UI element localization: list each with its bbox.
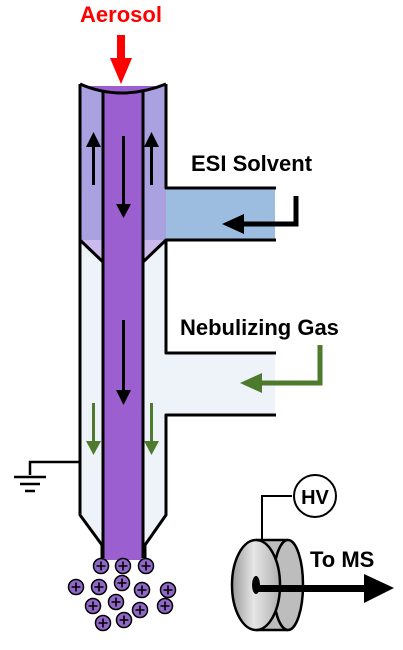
esi-solvent-arrowhead [222, 214, 244, 234]
gas-flow-arrows [86, 403, 159, 455]
plus-ion-icon [114, 557, 132, 575]
to-ms-arrowhead [364, 574, 394, 603]
solvent-flow-arrows [86, 132, 159, 405]
plus-ion-icon [131, 601, 149, 619]
hv-label: HV [301, 487, 329, 509]
plus-ion-icon [67, 578, 85, 596]
plus-ion-icon [113, 574, 131, 592]
nebulizing-gas-arrow [258, 345, 323, 386]
flow-arrow-icon [86, 132, 101, 185]
ion-cloud [67, 557, 177, 632]
plus-ion-icon [156, 597, 174, 615]
flow-arrow-icon [116, 320, 131, 405]
aerosol-label: Aerosol [80, 2, 162, 27]
plus-ion-icon [115, 611, 133, 629]
esi-solvent-label: ESI Solvent [191, 151, 313, 176]
plus-ion-icon [137, 557, 155, 575]
nebulizing-gas-label: Nebulizing Gas [180, 315, 339, 340]
hv-supply: HV [261, 474, 337, 541]
flow-arrow-icon [86, 403, 101, 455]
plus-ion-icon [107, 593, 125, 611]
flow-arrow-icon [144, 403, 159, 455]
hv-circle [293, 474, 337, 518]
nebulizing-gas-arrowhead [240, 373, 262, 393]
flow-arrow-icon [144, 132, 159, 185]
to-ms-label: To MS [310, 547, 374, 572]
flow-arrow-icon [116, 136, 131, 218]
esi-solvent-arrow [240, 196, 299, 227]
plus-ion-icon [84, 597, 102, 615]
plus-ion-icon [94, 614, 112, 632]
plus-ion-icon [133, 581, 151, 599]
plus-ion-icon [159, 581, 177, 599]
ground-icon [14, 460, 80, 493]
source-outline [78, 82, 276, 558]
aerosol-arrow [110, 35, 132, 84]
solvent-inlet [160, 188, 275, 240]
plus-ion-icon [90, 578, 108, 596]
to-ms-arrow-shaft [258, 585, 368, 592]
plus-ion-icon [92, 557, 110, 575]
